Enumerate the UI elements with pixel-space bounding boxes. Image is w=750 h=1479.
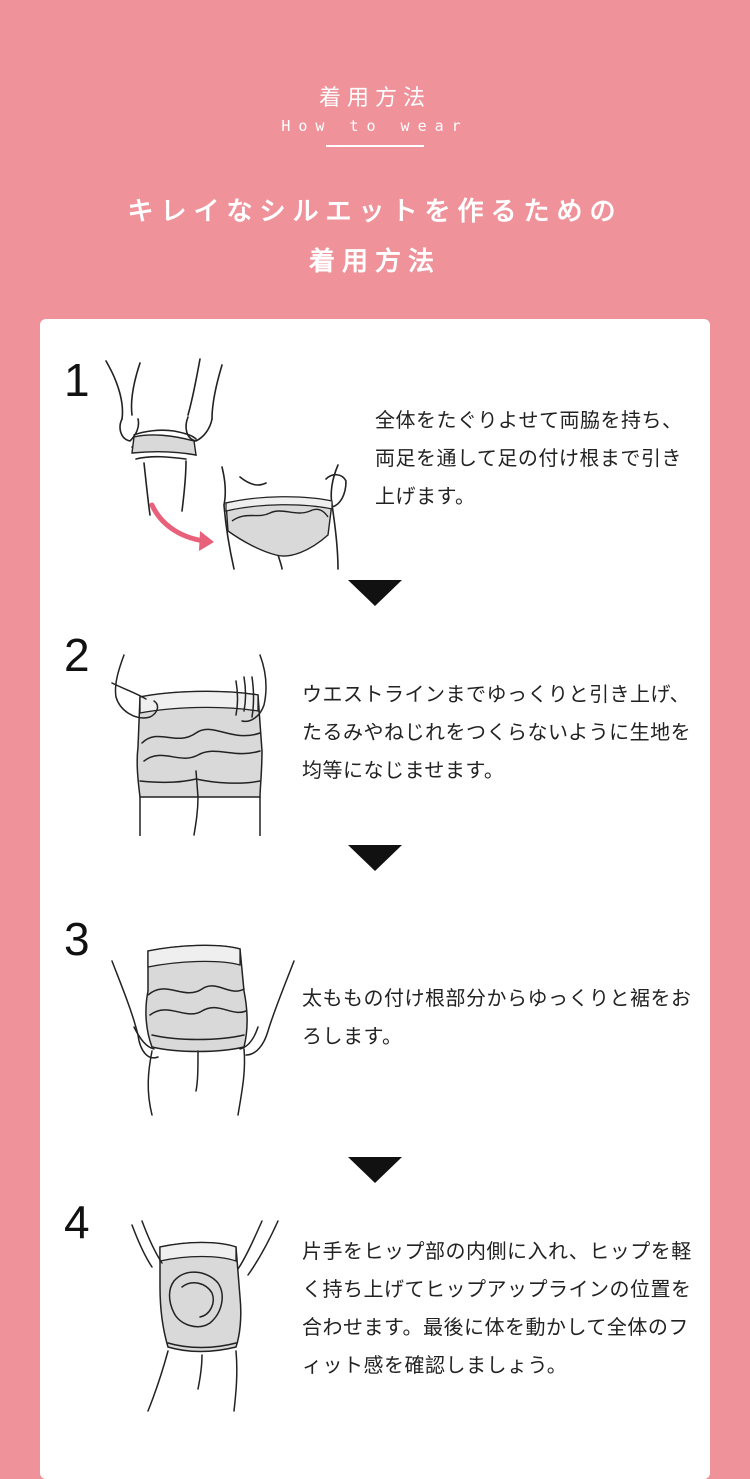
lead-heading-line-1: キレイなシルエットを作るための xyxy=(127,197,623,227)
step-3-text: 太ももの付け根部分からゆっくりと裾をおろします。 xyxy=(302,986,692,1048)
step-number: 2 xyxy=(64,629,90,681)
step-2-illustration xyxy=(111,654,267,836)
instruction-card: 1 xyxy=(40,319,710,1479)
down-triangle-icon xyxy=(348,845,402,871)
down-triangle-icon xyxy=(348,1157,402,1183)
step-number: 3 xyxy=(64,913,90,965)
down-triangle-icon xyxy=(348,580,402,606)
step-4-illustration xyxy=(131,1220,279,1412)
lead-heading-line-2: 着用方法 xyxy=(308,247,441,277)
step-number: 1 xyxy=(64,354,90,406)
page-title: 着用方法 xyxy=(318,86,431,111)
step-1-text: 全体をたぐりよせて両脇を持ち、両足を通して足の付け根まで引き上げます。 xyxy=(375,408,683,508)
step-4-text: 片手をヒップ部の内側に入れ、ヒップを軽く持ち上げてヒップアップラインの位置を合わ… xyxy=(302,1239,692,1377)
step-3-illustration xyxy=(111,944,295,1116)
step-2-text: ウエストラインまでゆっくりと引き上げ、たるみやねじれをつくらないように生地を均等… xyxy=(302,682,692,782)
step-number: 4 xyxy=(64,1196,90,1248)
step-1-illustration xyxy=(105,358,347,570)
title-underline xyxy=(326,145,424,147)
page-subtitle: How to wear xyxy=(281,117,469,135)
